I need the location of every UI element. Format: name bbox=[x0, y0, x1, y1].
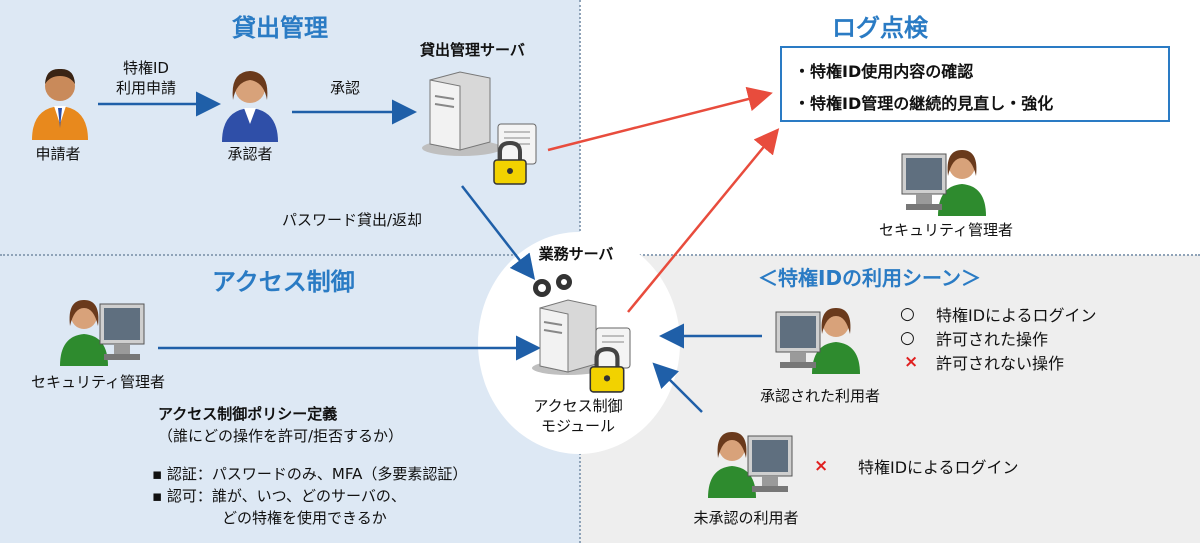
log-check-item-1: ・特権ID使用内容の確認 bbox=[794, 62, 974, 81]
approved-item-1-mark: ○ bbox=[900, 304, 915, 324]
authentication-line: ▪ 認証：パスワードのみ、MFA（多要素認証） bbox=[152, 465, 468, 483]
unapproved-user-icon bbox=[708, 432, 793, 498]
applicant-label: 申請者 bbox=[35, 145, 81, 163]
log-check-title: ログ点検 bbox=[832, 14, 928, 42]
lending-server-icon bbox=[422, 71, 537, 165]
approved-user-label: 承認された利用者 bbox=[759, 387, 881, 405]
log-admin-icon bbox=[901, 150, 986, 216]
log-check-item-2: ・特権ID管理の継続的見直し・強化 bbox=[794, 94, 1054, 113]
applicant-person-icon bbox=[32, 68, 88, 140]
lend-arrow bbox=[461, 185, 536, 280]
log-check-panel bbox=[580, 0, 1200, 255]
business-log-arrow bbox=[627, 128, 780, 313]
unapproved-item-1-text: 特権IDによるログイン bbox=[858, 458, 1019, 477]
unapproved-user-label: 未承認の利用者 bbox=[693, 509, 799, 527]
approved-item-2-mark: ○ bbox=[900, 328, 915, 348]
unapproved-user-arrow bbox=[652, 362, 703, 413]
gear-icon bbox=[533, 274, 572, 297]
log-check-box: ・特権ID使用内容の確認 ・特権ID管理の継続的見直し・強化 bbox=[780, 46, 1170, 122]
policy-title: アクセス制御ポリシー定義 bbox=[158, 405, 338, 423]
lending-title: 貸出管理 bbox=[232, 14, 328, 42]
approved-item-2-text: 許可された操作 bbox=[936, 330, 1049, 349]
approved-item-3-mark: × bbox=[904, 352, 919, 372]
approve-label: 承認 bbox=[330, 79, 361, 97]
approved-item-1-text: 特権IDによるログイン bbox=[936, 306, 1097, 325]
authorization-line-2: どの特権を使用できるか bbox=[222, 509, 387, 527]
module-label-line2: モジュール bbox=[541, 417, 615, 435]
access-control-panel bbox=[0, 255, 580, 543]
approved-user-icon bbox=[775, 308, 860, 374]
module-label-line1: アクセス制御 bbox=[533, 397, 623, 415]
unapproved-item-1-mark: × bbox=[814, 456, 829, 476]
authorization-line-1: ▪ 認可：誰が、いつ、どのサーバの、 bbox=[152, 487, 406, 505]
lending-log-arrow bbox=[547, 86, 773, 152]
access-admin-label: セキュリティ管理者 bbox=[30, 373, 166, 391]
business-server-icon bbox=[532, 274, 631, 375]
approved-item-3-text: 許可されない操作 bbox=[936, 354, 1065, 373]
access-control-title: アクセス制御 bbox=[212, 268, 355, 296]
lending-server-title: 貸出管理サーバ bbox=[420, 41, 525, 59]
business-lock-icon bbox=[589, 347, 625, 393]
lend-return-label: パスワード貸出/返却 bbox=[282, 211, 423, 229]
access-admin-icon bbox=[60, 300, 145, 366]
approver-label: 承認者 bbox=[227, 145, 273, 163]
policy-subtitle: （誰にどの操作を許可/拒否するか） bbox=[158, 427, 404, 445]
usage-scenes-title: ＜特権IDの利用シーン＞ bbox=[758, 266, 982, 290]
log-admin-label: セキュリティ管理者 bbox=[878, 221, 1014, 239]
lending-lock-icon bbox=[493, 140, 527, 185]
request-label-line1: 特権ID bbox=[123, 59, 169, 77]
business-server-title: 業務サーバ bbox=[538, 245, 614, 263]
request-label-line2: 利用申請 bbox=[115, 79, 177, 97]
approver-person-icon bbox=[222, 71, 278, 142]
usage-scenes-panel bbox=[580, 255, 1200, 543]
